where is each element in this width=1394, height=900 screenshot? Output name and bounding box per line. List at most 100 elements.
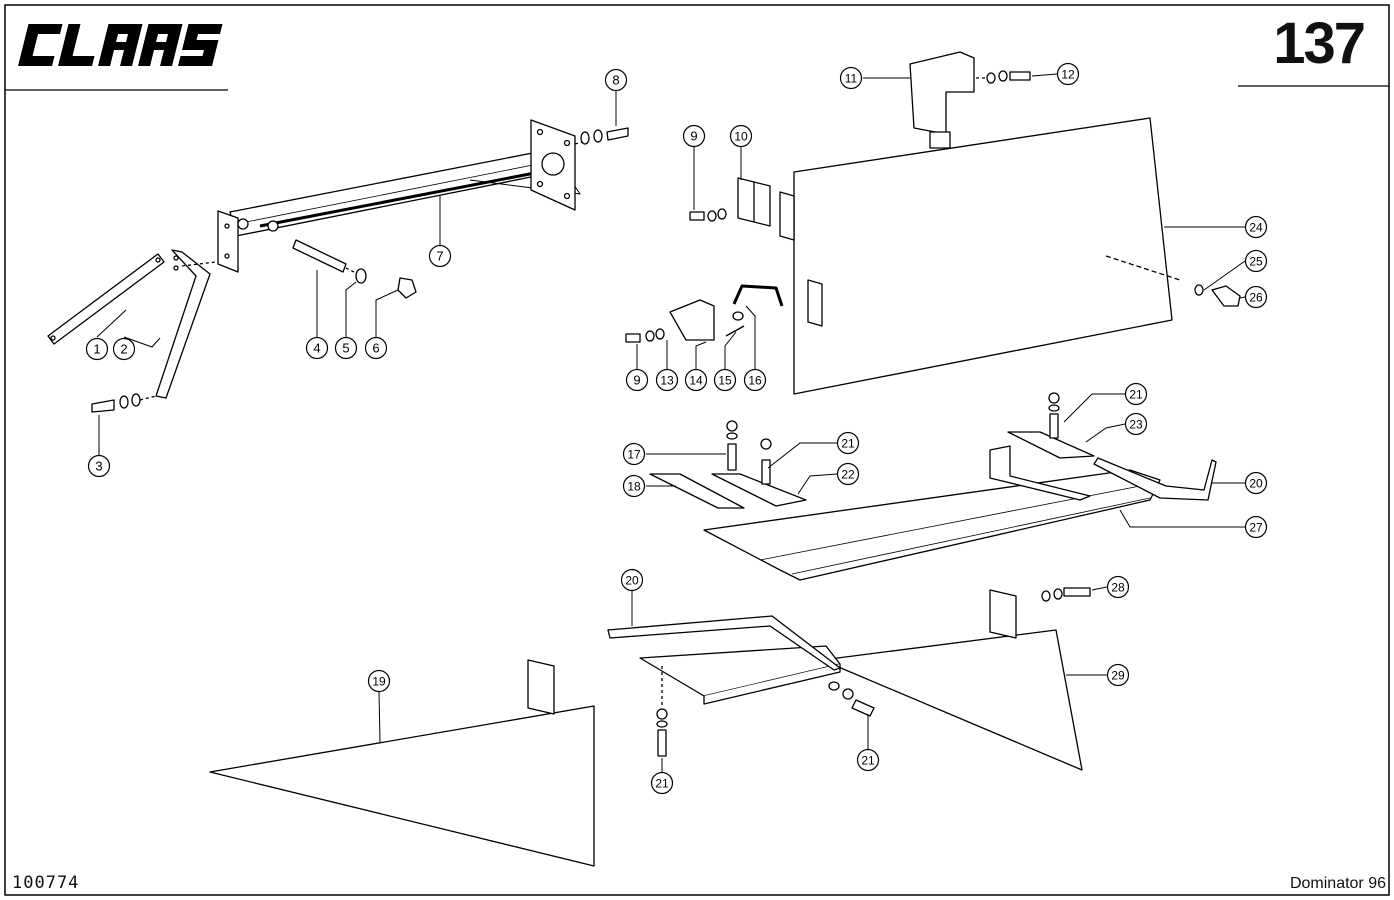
callout-number: 14 bbox=[689, 374, 703, 388]
callout-circle bbox=[1124, 382, 1148, 406]
callout-12: 12 bbox=[1056, 62, 1080, 86]
callout-9b: 9 bbox=[625, 368, 649, 392]
callout-20b: 20 bbox=[620, 568, 644, 592]
callout-1: 1 bbox=[85, 337, 109, 361]
callout-20a: 20 bbox=[1244, 471, 1268, 495]
callout-number: 13 bbox=[660, 374, 674, 388]
callout-4: 4 bbox=[305, 336, 329, 360]
callout-26: 26 bbox=[1244, 285, 1268, 309]
callout-circle bbox=[625, 368, 649, 392]
callout-circle bbox=[836, 462, 860, 486]
callout-circle bbox=[428, 244, 452, 268]
callout-number: 3 bbox=[95, 459, 102, 474]
lower-shelf-assembly bbox=[209, 587, 1091, 867]
callout-number: 24 bbox=[1249, 221, 1263, 235]
callout-circle bbox=[622, 442, 646, 466]
callout-number: 20 bbox=[625, 574, 639, 588]
callout-number: 1 bbox=[93, 342, 100, 357]
callout-number: 21 bbox=[1129, 388, 1143, 402]
callout-circle bbox=[1124, 412, 1148, 436]
callout-29: 29 bbox=[1106, 663, 1130, 687]
callout-circle bbox=[620, 568, 644, 592]
callout-circle bbox=[743, 368, 767, 392]
callout-number: 16 bbox=[748, 374, 762, 388]
callout-6: 6 bbox=[364, 336, 388, 360]
callout-number: 21 bbox=[841, 437, 855, 451]
panel-assembly bbox=[625, 51, 1241, 395]
channel-assembly bbox=[649, 392, 1217, 581]
callout-circle bbox=[85, 337, 109, 361]
callout-number: 19 bbox=[372, 675, 386, 689]
callout-17: 17 bbox=[622, 442, 646, 466]
callout-11: 11 bbox=[839, 66, 863, 90]
callout-24: 24 bbox=[1244, 215, 1268, 239]
callout-number: 9 bbox=[633, 373, 640, 388]
callout-number: 12 bbox=[1061, 68, 1075, 82]
callout-circle bbox=[1106, 663, 1130, 687]
callout-number: 21 bbox=[655, 777, 669, 791]
callout-3: 3 bbox=[87, 454, 111, 478]
callout-circle bbox=[650, 771, 674, 795]
callout-number: 27 bbox=[1249, 521, 1263, 535]
callout-number: 26 bbox=[1249, 291, 1263, 305]
claas-logo bbox=[18, 24, 223, 66]
callout-circle bbox=[1244, 215, 1268, 239]
callout-28: 28 bbox=[1106, 575, 1130, 599]
callout-circle bbox=[87, 454, 111, 478]
callout-7: 7 bbox=[428, 244, 452, 268]
leader-lines bbox=[96, 73, 1246, 772]
callout-circle bbox=[684, 368, 708, 392]
callout-21c: 21 bbox=[650, 771, 674, 795]
callout-8: 8 bbox=[604, 68, 628, 92]
callout-21d: 21 bbox=[856, 748, 880, 772]
callout-14: 14 bbox=[684, 368, 708, 392]
callout-number: 22 bbox=[841, 468, 855, 482]
callout-circle bbox=[836, 431, 860, 455]
callout-circle bbox=[839, 66, 863, 90]
callout-19: 19 bbox=[367, 669, 391, 693]
struts bbox=[47, 249, 217, 413]
callout-15: 15 bbox=[713, 368, 737, 392]
callout-circle bbox=[713, 368, 737, 392]
callout-number: 6 bbox=[372, 341, 379, 356]
page-number: 137 bbox=[1273, 11, 1366, 76]
callout-number: 23 bbox=[1129, 418, 1143, 432]
callout-16: 16 bbox=[743, 368, 767, 392]
callout-number: 4 bbox=[313, 341, 320, 356]
callout-21a: 21 bbox=[836, 431, 860, 455]
callout-number: 17 bbox=[627, 448, 641, 462]
callout-circle bbox=[682, 124, 706, 148]
callout-circle bbox=[729, 124, 753, 148]
callout-circle bbox=[334, 336, 358, 360]
callout-number: 8 bbox=[612, 73, 619, 88]
machine-model: Dominator 96 bbox=[1289, 875, 1386, 892]
callout-circle bbox=[655, 368, 679, 392]
callout-number: 21 bbox=[861, 754, 875, 768]
callout-number: 5 bbox=[342, 341, 349, 356]
callout-circle bbox=[604, 68, 628, 92]
callout-number: 29 bbox=[1111, 669, 1125, 683]
tube-assembly bbox=[217, 119, 629, 273]
callout-23: 23 bbox=[1124, 412, 1148, 436]
callout-circle bbox=[856, 748, 880, 772]
callout-circle bbox=[1244, 249, 1268, 273]
callout-number: 18 bbox=[627, 480, 641, 494]
callout-number: 10 bbox=[734, 130, 748, 144]
callout-21b: 21 bbox=[1124, 382, 1148, 406]
callout-number: 2 bbox=[120, 342, 127, 357]
drawing-number: 100774 bbox=[12, 873, 80, 893]
callout-2: 2 bbox=[112, 337, 136, 361]
callout-circle bbox=[305, 336, 329, 360]
callout-circle bbox=[367, 669, 391, 693]
callout-circle bbox=[112, 337, 136, 361]
callout-27: 27 bbox=[1244, 515, 1268, 539]
callout-circle bbox=[364, 336, 388, 360]
callout-22: 22 bbox=[836, 462, 860, 486]
callout-number: 7 bbox=[436, 249, 443, 264]
callout-25: 25 bbox=[1244, 249, 1268, 273]
callout-18: 18 bbox=[622, 474, 646, 498]
callout-number: 28 bbox=[1111, 581, 1125, 595]
